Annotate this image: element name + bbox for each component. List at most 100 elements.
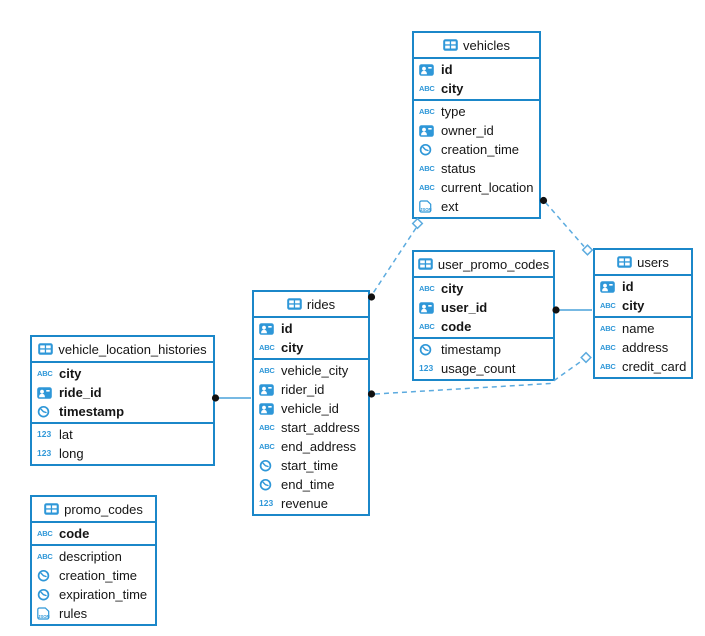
table-header[interactable]: user_promo_codes xyxy=(414,252,553,278)
column-name: usage_count xyxy=(441,361,516,376)
column-row-vehicle_id[interactable]: vehicle_id xyxy=(254,399,368,418)
column-row-start_time[interactable]: start_time xyxy=(254,456,368,475)
relationship-line-rides-vehicles[interactable] xyxy=(371,227,417,295)
column-name: city xyxy=(281,340,304,355)
column-name: city xyxy=(622,298,645,313)
column-row-timestamp[interactable]: timestamp xyxy=(32,402,213,421)
table-icon xyxy=(418,258,433,270)
column-name: user_id xyxy=(441,300,488,315)
column-name: vehicle_id xyxy=(281,401,339,416)
123-number-type-icon: 123 xyxy=(37,429,52,440)
table-header[interactable]: rides xyxy=(254,292,368,318)
column-name: description xyxy=(59,549,122,564)
table-icon xyxy=(443,39,458,51)
123-number-type-icon: 123 xyxy=(259,498,274,509)
column-row-timestamp[interactable]: timestamp xyxy=(414,340,553,359)
column-name: credit_card xyxy=(622,359,687,374)
abc-text-type-icon: ABC xyxy=(37,551,53,561)
svg-text:JSON: JSON xyxy=(420,207,432,212)
column-row-owner_id[interactable]: owner_id xyxy=(414,121,539,140)
table-header[interactable]: vehicle_location_histories xyxy=(32,337,213,363)
column-name: rider_id xyxy=(281,382,325,397)
clock-icon xyxy=(37,588,54,601)
column-row-status[interactable]: ABC status xyxy=(414,159,539,178)
column-row-code[interactable]: ABC code xyxy=(414,317,553,336)
column-row-description[interactable]: ABC description xyxy=(32,547,155,566)
column-row-end_time[interactable]: end_time xyxy=(254,475,368,494)
column-row-city[interactable]: ABC city xyxy=(595,296,691,315)
columns-section: ABC description creation_time expiration_ti… xyxy=(32,544,155,624)
abc-text-type-icon: ABC xyxy=(259,365,275,375)
column-row-usage_count[interactable]: 123 usage_count xyxy=(414,359,553,378)
123-number-type-icon: 123 xyxy=(419,363,434,374)
column-row-rider_id[interactable]: rider_id xyxy=(254,380,368,399)
abc-text-type-icon: ABC xyxy=(600,342,616,352)
column-row-expiration_time[interactable]: expiration_time xyxy=(32,585,155,604)
column-row-id[interactable]: id xyxy=(414,60,539,79)
relationship-line-rides-users[interactable] xyxy=(374,360,582,395)
column-row-revenue[interactable]: 123 revenue xyxy=(254,494,368,513)
abc-text-type-icon: ABC xyxy=(37,528,53,538)
column-name: status xyxy=(441,161,476,176)
abc-text-type-icon: ABC xyxy=(419,106,435,116)
table-header[interactable]: promo_codes xyxy=(32,497,155,523)
column-row-id[interactable]: id xyxy=(254,319,368,338)
clock-icon xyxy=(419,343,436,356)
id-card-icon xyxy=(419,124,436,137)
table-name: rides xyxy=(306,296,336,312)
column-name: expiration_time xyxy=(59,587,148,602)
column-name: code xyxy=(441,319,472,334)
table-header[interactable]: users xyxy=(595,250,691,276)
id-card-icon xyxy=(259,383,276,396)
column-row-ride_id[interactable]: ride_id xyxy=(32,383,213,402)
column-name: end_address xyxy=(281,439,357,454)
abc-text-type-icon: ABC xyxy=(419,163,435,173)
column-row-user_id[interactable]: user_id xyxy=(414,298,553,317)
abc-text-type-icon: ABC xyxy=(419,283,435,293)
column-name: city xyxy=(441,81,464,96)
column-row-id[interactable]: id xyxy=(595,277,691,296)
column-row-creation_time[interactable]: creation_time xyxy=(32,566,155,585)
column-name: ride_id xyxy=(59,385,102,400)
json-icon: JSON xyxy=(419,200,436,213)
abc-text-type-icon: ABC xyxy=(419,182,435,192)
column-name: revenue xyxy=(281,496,328,511)
column-row-creation_time[interactable]: creation_time xyxy=(414,140,539,159)
relationship-line-vehicles-users[interactable] xyxy=(544,202,585,247)
clock-icon xyxy=(419,143,436,156)
column-name: owner_id xyxy=(441,123,494,138)
abc-text-type-icon: ABC xyxy=(419,321,435,331)
abc-text-type-icon: ABC xyxy=(600,300,616,310)
table-header[interactable]: vehicles xyxy=(414,33,539,59)
123-number-type-icon: 123 xyxy=(37,448,52,459)
table-name: users xyxy=(637,254,669,270)
